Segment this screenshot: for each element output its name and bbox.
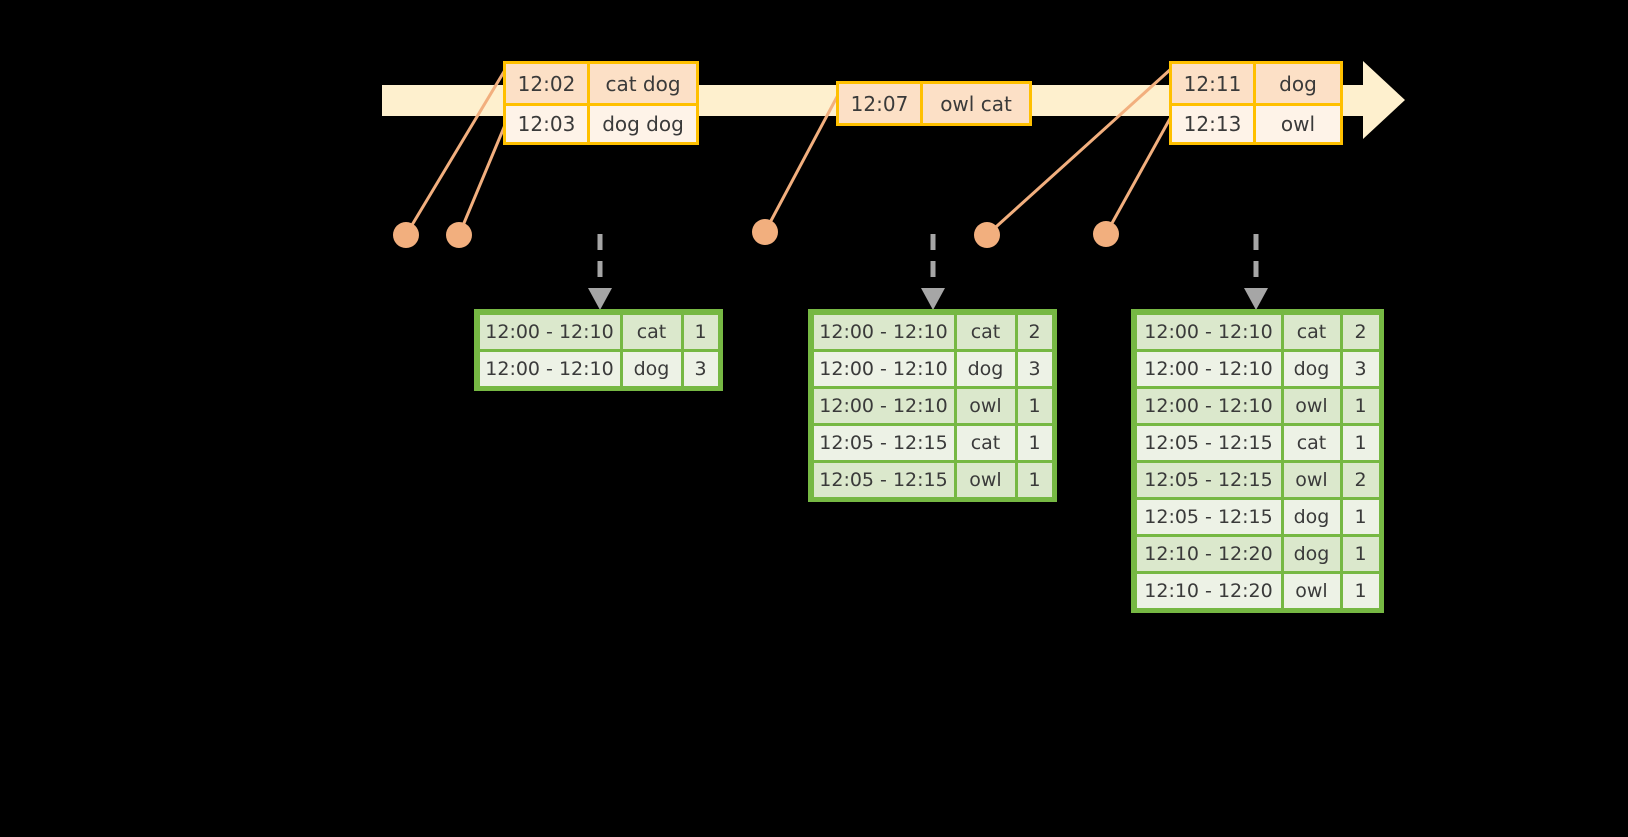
count-cell: 1 xyxy=(1342,388,1379,423)
count-cell: 2 xyxy=(1342,462,1379,497)
key-cell: owl xyxy=(1283,573,1340,608)
event-time: 12:02 xyxy=(506,64,590,103)
key-cell: owl xyxy=(1283,388,1340,423)
table-row[interactable]: 12:00 - 12:10 owl 1 xyxy=(1135,387,1380,424)
table-row[interactable]: 12:00 - 12:10 cat 1 xyxy=(478,313,719,350)
event-row[interactable]: 12:11 dog xyxy=(1172,64,1340,103)
window-cell: 12:05 - 12:15 xyxy=(813,425,954,460)
key-cell: dog xyxy=(1283,351,1340,386)
count-cell: 1 xyxy=(1017,425,1052,460)
event-time: 12:11 xyxy=(1172,64,1256,103)
table-row[interactable]: 12:05 - 12:15 dog 1 xyxy=(1135,498,1380,535)
count-cell: 3 xyxy=(683,351,718,386)
window-cell: 12:00 - 12:10 xyxy=(813,351,954,386)
window-cell: 12:00 - 12:10 xyxy=(1136,388,1281,423)
window-cell: 12:10 - 12:20 xyxy=(1136,536,1281,571)
event-words: dog dog xyxy=(590,106,696,142)
count-cell: 3 xyxy=(1342,351,1379,386)
window-cell: 12:00 - 12:10 xyxy=(479,351,620,386)
table-row[interactable]: 12:05 - 12:15 cat 1 xyxy=(1135,424,1380,461)
key-cell: owl xyxy=(956,462,1015,497)
event-words: dog xyxy=(1256,64,1340,103)
count-cell: 1 xyxy=(1342,536,1379,571)
key-cell: owl xyxy=(1283,462,1340,497)
count-cell: 1 xyxy=(1342,499,1379,534)
event-box-1[interactable]: 12:02 cat dog 12:03 dog dog xyxy=(503,61,699,145)
event-box-3[interactable]: 12:11 dog 12:13 owl xyxy=(1169,61,1343,145)
event-words: owl cat xyxy=(923,84,1029,123)
event-row[interactable]: 12:02 cat dog xyxy=(506,64,696,103)
table-row[interactable]: 12:10 - 12:20 dog 1 xyxy=(1135,535,1380,572)
event-dot xyxy=(752,219,778,245)
event-words: cat dog xyxy=(590,64,696,103)
table-row[interactable]: 12:00 - 12:10 owl 1 xyxy=(812,387,1053,424)
count-cell: 1 xyxy=(1017,462,1052,497)
window-cell: 12:10 - 12:20 xyxy=(1136,573,1281,608)
key-cell: dog xyxy=(1283,499,1340,534)
key-cell: dog xyxy=(622,351,681,386)
window-cell: 12:00 - 12:10 xyxy=(1136,314,1281,349)
dashed-arrow-to-table-1 xyxy=(588,234,612,310)
table-row[interactable]: 12:00 - 12:10 cat 2 xyxy=(812,313,1053,350)
table-row[interactable]: 12:05 - 12:15 owl 1 xyxy=(812,461,1053,498)
window-cell: 12:05 - 12:15 xyxy=(1136,425,1281,460)
table-row[interactable]: 12:00 - 12:10 dog 3 xyxy=(478,350,719,387)
event-row[interactable]: 12:07 owl cat xyxy=(839,84,1029,123)
table-row[interactable]: 12:05 - 12:15 cat 1 xyxy=(812,424,1053,461)
event-time: 12:07 xyxy=(839,84,923,123)
window-cell: 12:05 - 12:15 xyxy=(813,462,954,497)
table-row[interactable]: 12:00 - 12:10 cat 2 xyxy=(1135,313,1380,350)
event-time: 12:03 xyxy=(506,106,590,142)
table-row[interactable]: 12:05 - 12:15 owl 2 xyxy=(1135,461,1380,498)
table-row[interactable]: 12:00 - 12:10 dog 3 xyxy=(1135,350,1380,387)
key-cell: cat xyxy=(1283,425,1340,460)
dashed-arrow-group xyxy=(588,234,1268,310)
event-dot xyxy=(974,222,1000,248)
key-cell: dog xyxy=(1283,536,1340,571)
key-cell: cat xyxy=(622,314,681,349)
aggregation-table-snapshot-1[interactable]: 12:00 - 12:10 cat 1 12:00 - 12:10 dog 3 xyxy=(474,309,723,391)
event-box-2[interactable]: 12:07 owl cat xyxy=(836,81,1032,126)
dashed-arrow-to-table-3 xyxy=(1244,234,1268,310)
aggregation-table-snapshot-3[interactable]: 12:00 - 12:10 cat 2 12:00 - 12:10 dog 3 … xyxy=(1131,309,1384,613)
count-cell: 2 xyxy=(1342,314,1379,349)
window-cell: 12:00 - 12:10 xyxy=(479,314,620,349)
key-cell: dog xyxy=(956,351,1015,386)
dashed-arrow-to-table-2 xyxy=(921,234,945,310)
count-cell: 2 xyxy=(1017,314,1052,349)
count-cell: 3 xyxy=(1017,351,1052,386)
event-dot xyxy=(1093,221,1119,247)
window-cell: 12:00 - 12:10 xyxy=(1136,351,1281,386)
count-cell: 1 xyxy=(1017,388,1052,423)
window-cell: 12:05 - 12:15 xyxy=(1136,462,1281,497)
key-cell: cat xyxy=(956,425,1015,460)
window-cell: 12:00 - 12:10 xyxy=(813,314,954,349)
count-cell: 1 xyxy=(1342,573,1379,608)
count-cell: 1 xyxy=(683,314,718,349)
table-row[interactable]: 12:10 - 12:20 owl 1 xyxy=(1135,572,1380,609)
key-cell: cat xyxy=(956,314,1015,349)
aggregation-table-snapshot-2[interactable]: 12:00 - 12:10 cat 2 12:00 - 12:10 dog 3 … xyxy=(808,309,1057,502)
event-words: owl xyxy=(1256,106,1340,142)
event-dot xyxy=(446,222,472,248)
window-cell: 12:00 - 12:10 xyxy=(813,388,954,423)
key-cell: owl xyxy=(956,388,1015,423)
event-dot xyxy=(393,222,419,248)
event-row[interactable]: 12:03 dog dog xyxy=(506,103,696,142)
event-time: 12:13 xyxy=(1172,106,1256,142)
count-cell: 1 xyxy=(1342,425,1379,460)
event-dot-group xyxy=(393,219,1119,248)
key-cell: cat xyxy=(1283,314,1340,349)
table-row[interactable]: 12:00 - 12:10 dog 3 xyxy=(812,350,1053,387)
window-cell: 12:05 - 12:15 xyxy=(1136,499,1281,534)
event-row[interactable]: 12:13 owl xyxy=(1172,103,1340,142)
